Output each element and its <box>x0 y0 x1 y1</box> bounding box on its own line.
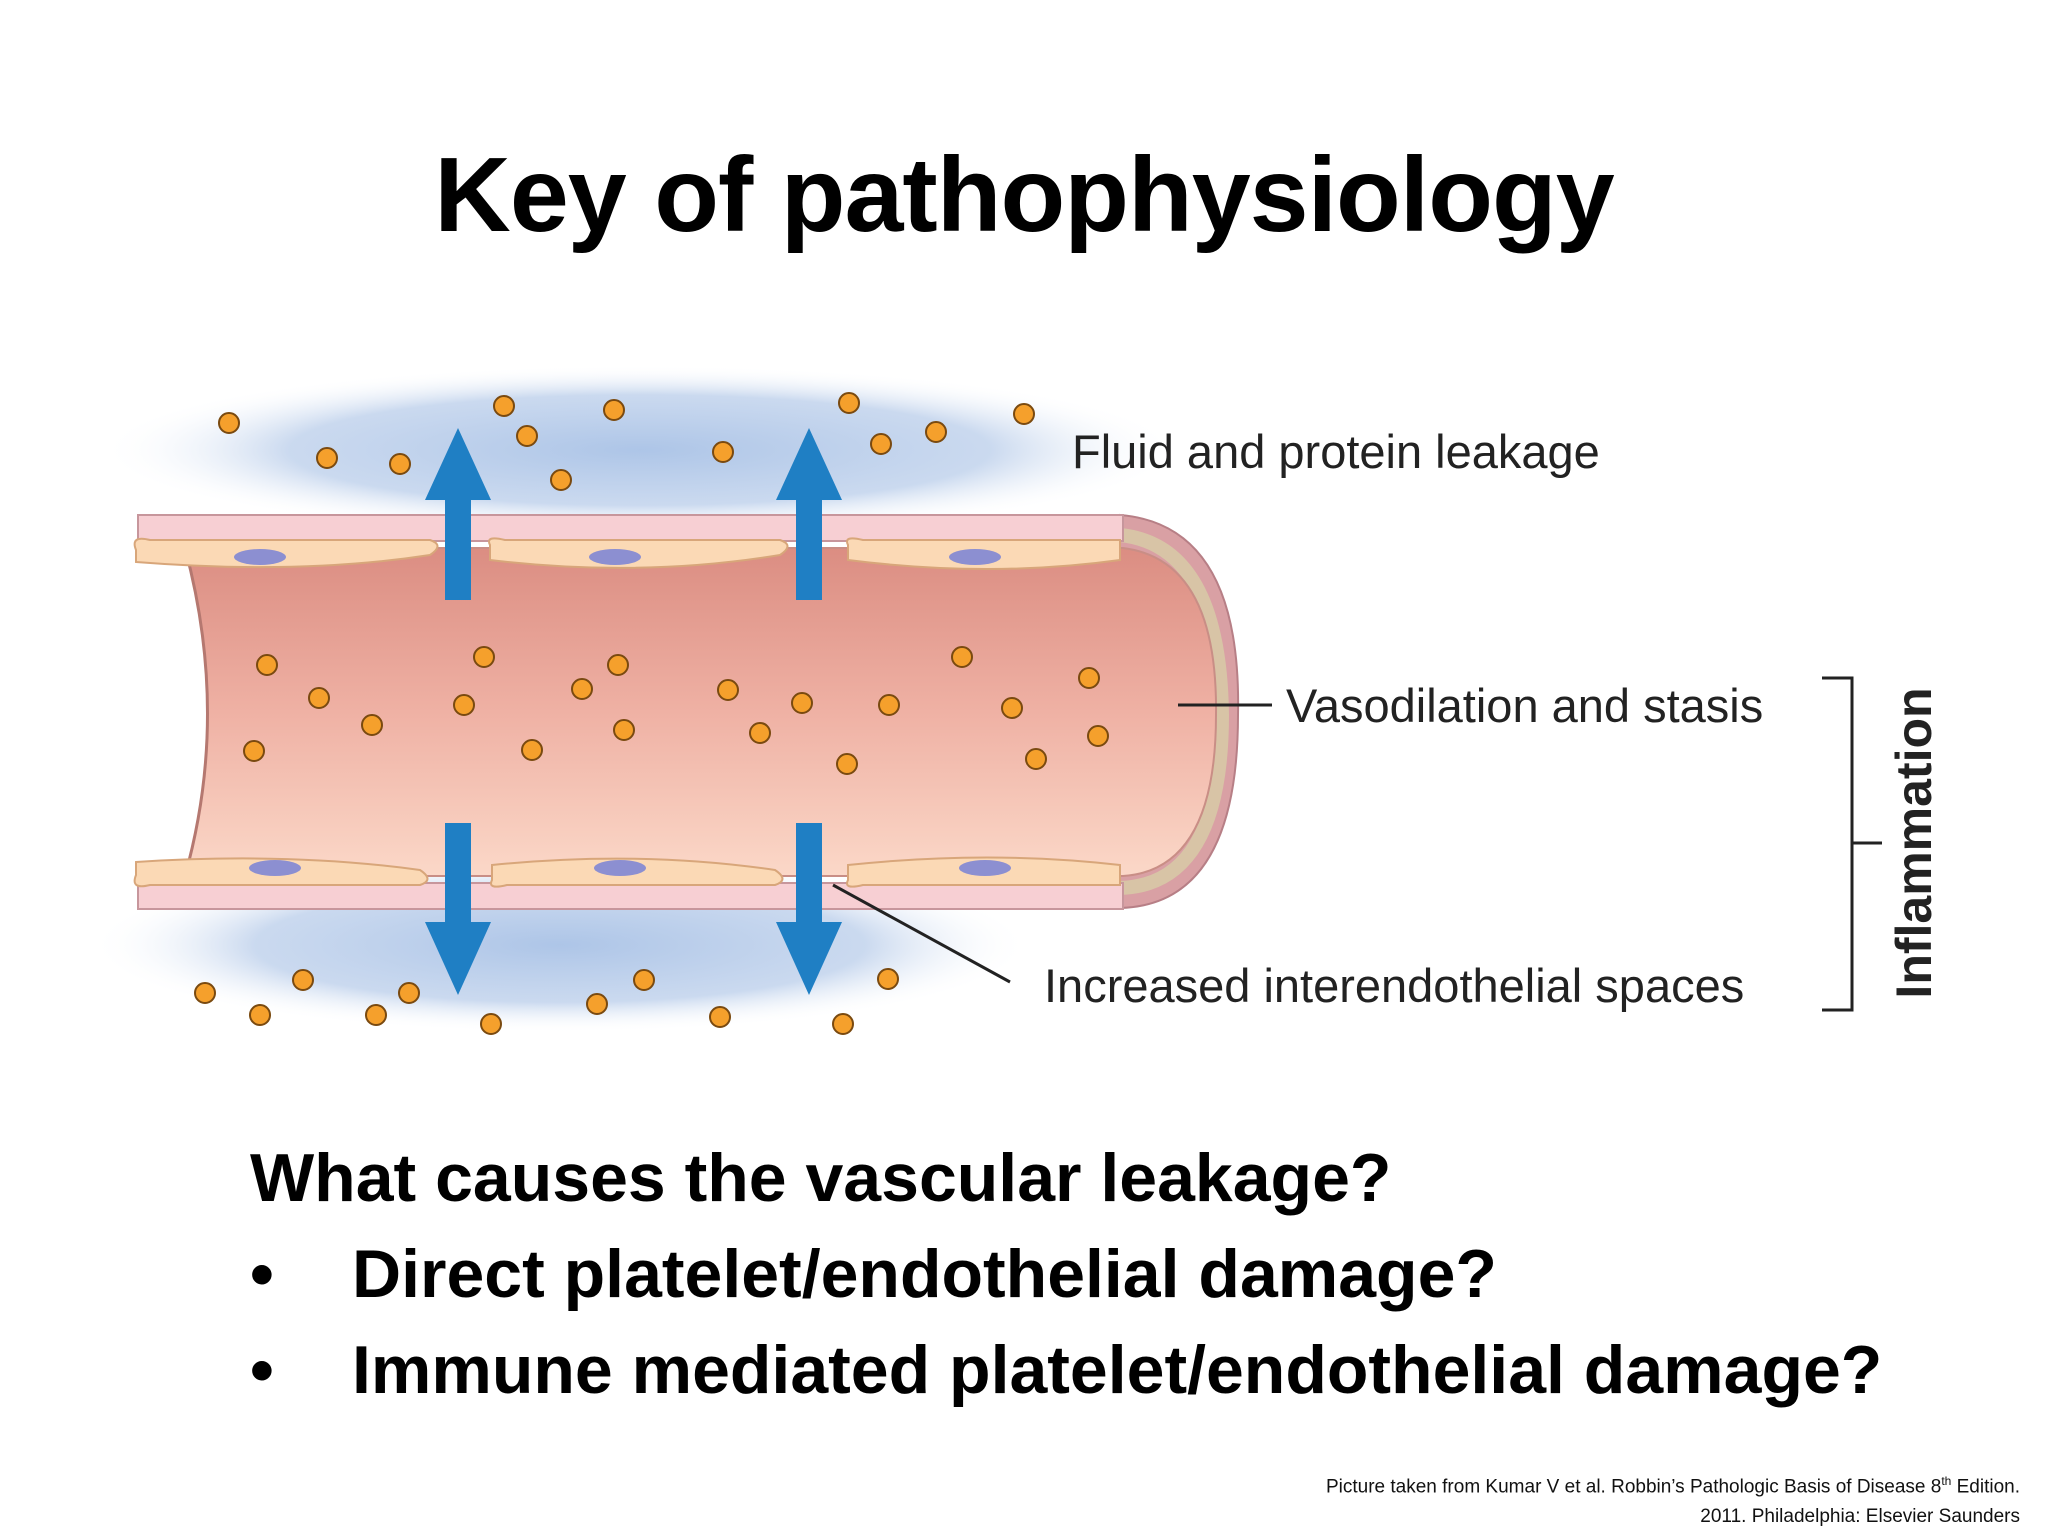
inflammation-bracket <box>1822 676 1882 1012</box>
protein-particle-icon <box>453 694 475 716</box>
nucleus <box>234 549 286 565</box>
protein-particle-icon <box>571 678 593 700</box>
up-arrow-icon <box>425 428 491 600</box>
vessel-wall-top <box>137 514 1124 542</box>
protein-particle-icon <box>292 969 314 991</box>
nucleus <box>949 549 1001 565</box>
protein-particle-icon <box>361 714 383 736</box>
protein-particle-icon <box>586 993 608 1015</box>
protein-particle-icon <box>550 469 572 491</box>
citation-line-1: Picture taken from Kumar V et al. Robbin… <box>1326 1466 2020 1502</box>
protein-particle-icon <box>1087 725 1109 747</box>
protein-particle-icon <box>249 1004 271 1026</box>
vessel-wall-bottom <box>137 882 1124 910</box>
citation-text: Picture taken from Kumar V et al. Robbin… <box>1325 1476 1942 1498</box>
fluid-protein-leakage-label: Fluid and protein leakage <box>1072 425 1600 478</box>
citation-text-end: Edition. <box>1951 1476 2020 1498</box>
protein-particle-icon <box>493 395 515 417</box>
endothelial-cells-top <box>133 537 1121 570</box>
bullet-icon: • <box>250 1236 274 1312</box>
nucleus <box>589 549 641 565</box>
protein-particle-icon <box>1025 748 1047 770</box>
protein-particle-icon <box>256 654 278 676</box>
endothelial-cell-icon <box>488 537 789 569</box>
protein-particle-icon <box>1078 667 1100 689</box>
protein-particle-icon <box>878 694 900 716</box>
protein-particle-icon <box>480 1013 502 1035</box>
protein-particle-icon <box>607 654 629 676</box>
protein-particle-icon <box>521 739 543 761</box>
up-arrow-icon <box>776 428 842 600</box>
citation-line-2: 2011. Philadelphia: Elsevier Saunders <box>1700 1506 2020 1528</box>
protein-particle-icon <box>365 1004 387 1026</box>
nucleus <box>594 860 646 876</box>
protein-particle-icon <box>243 740 265 762</box>
protein-particle-icon <box>1013 403 1035 425</box>
protein-particle-icon <box>473 646 495 668</box>
vessel-open-end <box>183 547 209 877</box>
protein-particle-icon <box>218 412 240 434</box>
down-arrow-icon <box>425 823 491 995</box>
nucleus <box>959 860 1011 876</box>
interendothelial-spaces-label: Increased interendothelial spaces <box>1044 959 1745 1012</box>
inflammation-label: Inflammation <box>1886 687 1942 999</box>
protein-particle-icon <box>749 722 771 744</box>
vasodilation-stasis-label: Vasodilation and stasis <box>1286 679 1764 732</box>
protein-particle-icon <box>791 692 813 714</box>
slide-title: Key of pathophysiology <box>434 136 1614 254</box>
endothelial-cells-bottom <box>133 856 1121 888</box>
endothelial-cell-icon <box>133 537 439 569</box>
protein-particle-icon <box>709 1006 731 1028</box>
bullet-item: • Direct platelet/endothelial damage? <box>250 1226 2010 1322</box>
protein-particle-icon <box>194 982 216 1004</box>
vessel-end-inner-ring <box>1119 528 1230 895</box>
protein-particle-icon <box>398 982 420 1004</box>
protein-particle-icon <box>717 679 739 701</box>
protein-particle-icon <box>603 399 625 421</box>
interendothelial-leader-line <box>832 883 1011 984</box>
protein-particles <box>194 392 1109 1035</box>
edema-halo-top <box>100 365 1180 535</box>
protein-particle-icon <box>836 753 858 775</box>
nucleus <box>249 860 301 876</box>
protein-particle-icon <box>316 447 338 469</box>
bullet-text: Immune mediated platelet/endothelial dam… <box>352 1332 1883 1408</box>
protein-particle-icon <box>1001 697 1023 719</box>
question-heading: What causes the vascular leakage? <box>250 1140 1392 1216</box>
protein-particle-icon <box>838 392 860 414</box>
protein-particle-icon <box>712 441 734 463</box>
protein-particle-icon <box>870 433 892 455</box>
protein-particle-icon <box>951 646 973 668</box>
bullet-item: • Immune mediated platelet/endothelial d… <box>250 1322 2010 1418</box>
citation-superscript: th <box>1941 1474 1952 1488</box>
citation: Picture taken from Kumar V et al. Robbin… <box>1326 1466 2020 1532</box>
protein-particle-icon <box>389 453 411 475</box>
protein-particle-icon <box>613 719 635 741</box>
protein-particle-icon <box>308 687 330 709</box>
down-arrow-icon <box>776 823 842 995</box>
bullet-text: Direct platelet/endothelial damage? <box>352 1236 1497 1312</box>
protein-particle-icon <box>877 968 899 990</box>
protein-particle-icon <box>516 425 538 447</box>
protein-particle-icon <box>925 421 947 443</box>
bullet-icon: • <box>250 1332 274 1408</box>
protein-particle-icon <box>832 1013 854 1035</box>
question-block: What causes the vascular leakage? • Dire… <box>250 1130 2010 1418</box>
vessel-lumen <box>183 547 1218 877</box>
protein-particle-icon <box>633 969 655 991</box>
